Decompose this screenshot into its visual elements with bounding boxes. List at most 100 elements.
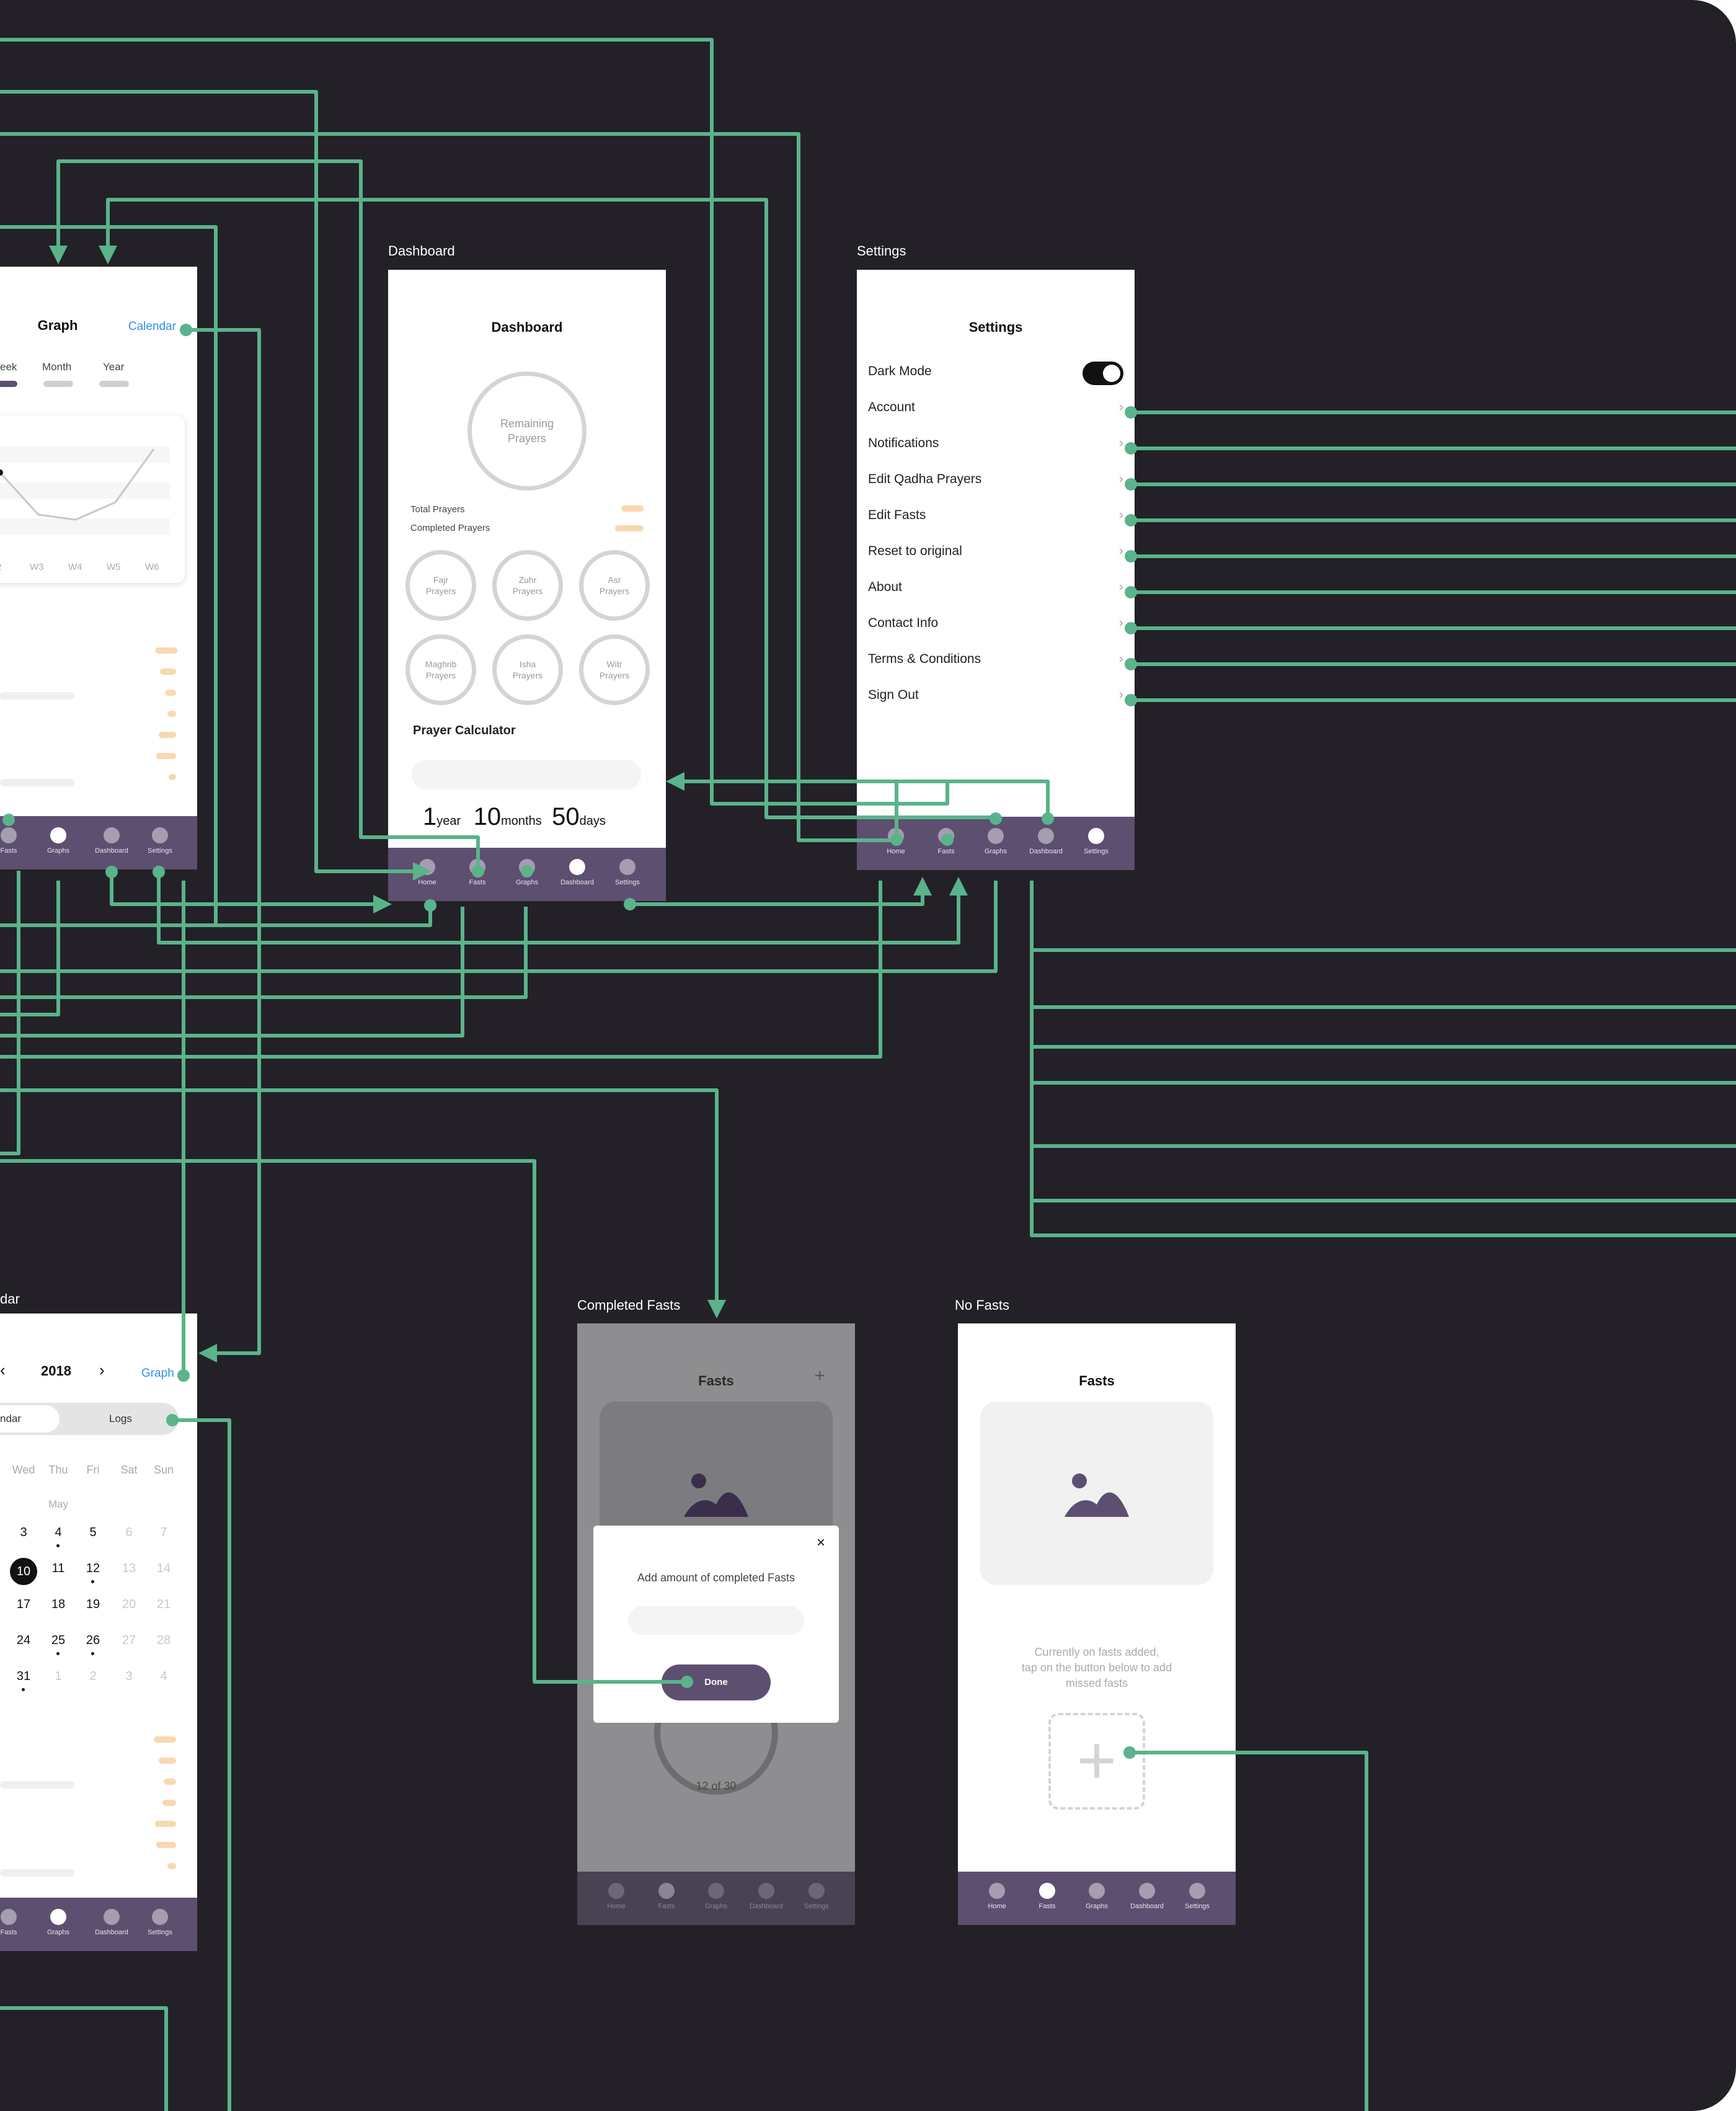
tab-home[interactable]: Home (871, 828, 921, 855)
calendar-day-selected[interactable]: 10 (6, 1558, 41, 1585)
calendar-day[interactable]: 4 (160, 1669, 167, 1683)
placeholder-bar (0, 1781, 74, 1789)
settings-item-notifications[interactable]: Notifications› (868, 435, 1123, 450)
calendar-day[interactable]: 31 (16, 1669, 31, 1683)
tab-graphs[interactable]: Graphs (1072, 1883, 1122, 1910)
frame-title-completed-fasts: Completed Fasts (577, 1297, 681, 1313)
settings-item-account[interactable]: Account› (868, 399, 1123, 414)
done-button[interactable]: Done (662, 1664, 771, 1700)
segment-logs[interactable]: Logs (109, 1413, 132, 1424)
calendar-day[interactable]: 20 (122, 1598, 136, 1611)
calendar-link[interactable]: Calendar (128, 320, 176, 333)
dark-mode-toggle[interactable] (1083, 362, 1123, 385)
calendar-day[interactable]: 17 (16, 1598, 31, 1611)
month-label: May (48, 1498, 69, 1510)
calendar-day[interactable]: 24 (16, 1633, 31, 1647)
tab-dashboard[interactable]: Dashboard (1021, 828, 1071, 855)
tab-settings[interactable]: Settings (603, 859, 652, 886)
calendar-day[interactable]: 21 (156, 1598, 171, 1611)
tab-graphs[interactable]: Graphs (691, 1883, 741, 1910)
tab-settings[interactable]: Settings (792, 1883, 841, 1910)
tab-graphs[interactable]: Graphs (502, 859, 552, 886)
add-fast-icon[interactable]: + (814, 1366, 825, 1386)
calendar-day[interactable]: 14 (156, 1562, 171, 1575)
calendar-day[interactable]: 25 (51, 1633, 66, 1647)
calendar-day[interactable]: 2 (89, 1669, 97, 1683)
tab-home[interactable]: Home (591, 1883, 641, 1910)
calendar-day[interactable]: 1 (55, 1669, 62, 1683)
tab-settings[interactable]: Settings (135, 827, 185, 855)
tab-fasts[interactable]: Fasts (1022, 1883, 1072, 1910)
weekday-wed: Wed (12, 1464, 35, 1476)
tab-settings[interactable]: Settings (1071, 828, 1121, 855)
tab-fasts[interactable]: Fasts (453, 859, 502, 886)
add-missed-fasts-button[interactable]: + (1048, 1713, 1145, 1810)
settings-item-contact-info[interactable]: Contact Info› (868, 615, 1123, 630)
dashboard-tab-bar: Home Fasts Graphs Dashboard Settings (388, 848, 666, 901)
tab-graphs[interactable]: Graphs (33, 827, 83, 855)
tab-home[interactable]: Home (402, 859, 452, 886)
settings-item-edit-fasts[interactable]: Edit Fasts› (868, 507, 1123, 522)
calendar-day[interactable]: 4 (55, 1526, 62, 1539)
tab-dashboard[interactable]: Dashboard (552, 859, 602, 886)
calendar-day[interactable]: 3 (20, 1526, 27, 1539)
settings-item-reset[interactable]: Reset to original› (868, 543, 1123, 558)
calendar-day[interactable]: 12 (86, 1562, 100, 1575)
tab-settings[interactable]: Settings (135, 1909, 185, 1936)
tab-fasts[interactable]: Fasts (642, 1883, 691, 1910)
calendar-day[interactable]: 28 (156, 1633, 171, 1647)
calendar-day[interactable]: 27 (122, 1633, 136, 1647)
tab-dashboard[interactable]: Dashboard (742, 1883, 791, 1910)
calendar-day[interactable]: 7 (160, 1526, 167, 1539)
calendar-day[interactable]: 5 (89, 1526, 97, 1539)
graph-tab-bar: Fasts Graphs Dashboard Settings (0, 816, 197, 869)
log-indicator (91, 1580, 94, 1583)
calendar-day[interactable]: 3 (125, 1669, 133, 1683)
completed-fasts-input[interactable] (628, 1606, 804, 1635)
settings-item-edit-qadha-prayers[interactable]: Edit Qadha Prayers› (868, 471, 1123, 486)
tab-dashboard[interactable]: Dashboard (87, 827, 136, 855)
stat-bar (156, 1842, 176, 1848)
settings-item-about[interactable]: About› (868, 579, 1123, 594)
period-week[interactable]: eek (0, 361, 17, 373)
calendar-day[interactable]: 18 (51, 1598, 66, 1611)
total-prayers-label: Total Prayers (410, 504, 465, 515)
stat-bar (162, 1800, 176, 1806)
weekday-fri: Fri (86, 1464, 100, 1476)
prev-year-icon[interactable]: ‹ (0, 1361, 6, 1379)
tab-dashboard[interactable]: Dashboard (1122, 1883, 1172, 1910)
tab-graphs[interactable]: Graphs (971, 828, 1021, 855)
graph-link[interactable]: Graph (141, 1367, 174, 1380)
next-year-icon[interactable]: › (99, 1361, 105, 1379)
segment-calendar[interactable]: ndar (0, 1405, 60, 1433)
calendar-day[interactable]: 26 (86, 1633, 100, 1647)
tab-fasts[interactable]: Fasts (0, 827, 33, 855)
stat-bar (155, 647, 177, 654)
calendar-day[interactable]: 13 (122, 1562, 136, 1575)
prayer-calculator-input[interactable] (412, 760, 641, 789)
settings-item-sign-out[interactable]: Sign Out› (868, 687, 1123, 702)
calendar-day[interactable]: 6 (125, 1526, 133, 1539)
close-icon[interactable]: × (816, 1534, 825, 1551)
calendar-day[interactable]: 19 (86, 1598, 100, 1611)
calendar-day[interactable]: 11 (51, 1562, 65, 1575)
tab-fasts[interactable]: Fasts (921, 828, 971, 855)
period-year[interactable]: Year (103, 361, 125, 373)
completed-prayers-label: Completed Prayers (410, 523, 490, 533)
tab-home[interactable]: Home (972, 1883, 1022, 1910)
settings-item-terms[interactable]: Terms & Conditions› (868, 651, 1123, 666)
tab-graphs[interactable]: Graphs (33, 1909, 83, 1936)
tab-dashboard[interactable]: Dashboard (87, 1909, 136, 1936)
frame-title-settings: Settings (857, 243, 906, 259)
tab-settings[interactable]: Settings (1172, 1883, 1222, 1910)
tab-fasts[interactable]: Fasts (0, 1909, 33, 1936)
period-month[interactable]: Month (42, 361, 72, 373)
placeholder-bar (0, 692, 74, 700)
